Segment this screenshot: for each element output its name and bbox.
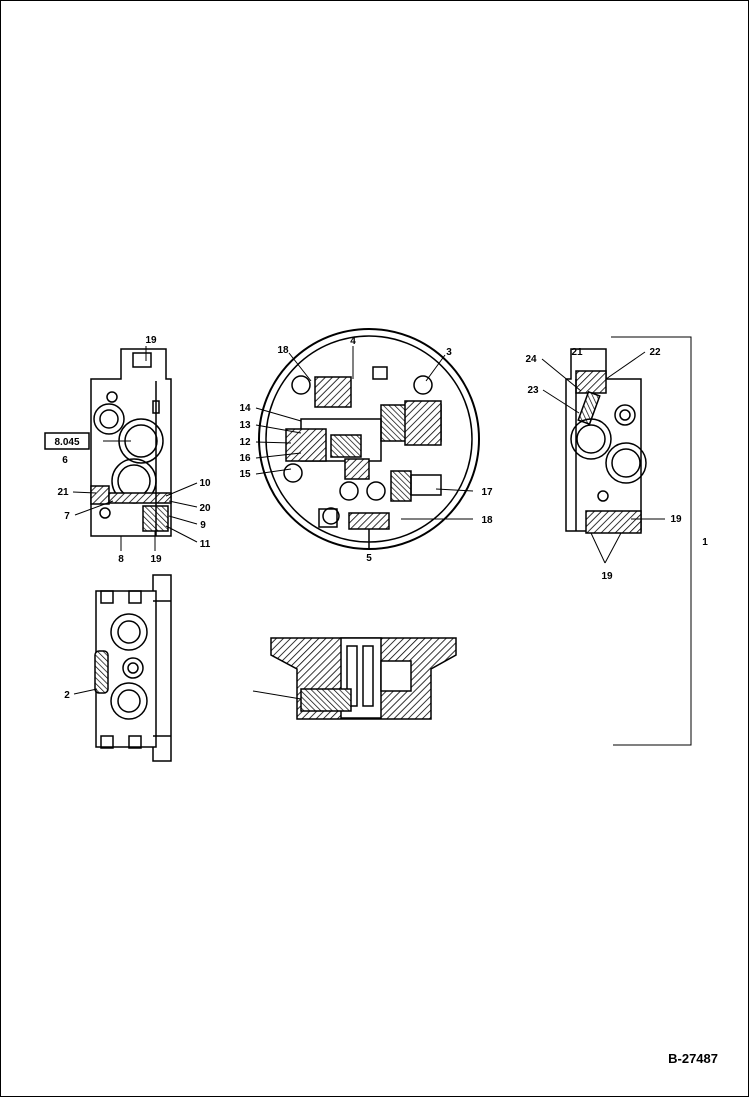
callout-13: 13 bbox=[239, 420, 251, 431]
callout-5: 5 bbox=[366, 553, 372, 564]
right-valve-side-view bbox=[565, 348, 647, 534]
callout-14: 14 bbox=[239, 403, 251, 414]
callout-15: 15 bbox=[239, 469, 251, 480]
callout-2: 2 bbox=[64, 690, 70, 701]
callout-21-right: 21 bbox=[571, 347, 583, 358]
callout-4: 4 bbox=[350, 336, 356, 347]
callout-11: 11 bbox=[200, 539, 211, 550]
callout-19-bottom: 19 bbox=[150, 554, 162, 565]
callout-9: 9 bbox=[200, 520, 206, 531]
leader-2 bbox=[73, 688, 98, 695]
callout-18-top: 18 bbox=[277, 345, 289, 356]
callout-12: 12 bbox=[239, 437, 251, 448]
callout-17: 17 bbox=[481, 487, 493, 498]
callout-10: 10 bbox=[199, 478, 211, 489]
leader-section bbox=[252, 690, 302, 700]
callout-7: 7 bbox=[64, 511, 70, 522]
callout-6: 6 bbox=[62, 455, 68, 466]
center-view-leaders bbox=[255, 346, 474, 520]
center-section-view bbox=[270, 637, 457, 720]
center-valve-assembly bbox=[258, 328, 480, 550]
reference-box bbox=[44, 432, 90, 450]
left-valve-side-view bbox=[90, 348, 172, 537]
reference-box-label: 8.045 bbox=[54, 437, 79, 448]
assembly-bracket bbox=[611, 336, 692, 746]
callout-8: 8 bbox=[118, 554, 124, 565]
callout-3: 3 bbox=[446, 347, 452, 358]
callout-23: 23 bbox=[527, 385, 539, 396]
callout-19-right-bottom: 19 bbox=[601, 571, 613, 582]
callout-16: 16 bbox=[239, 453, 251, 464]
callout-21: 21 bbox=[57, 487, 69, 498]
left-view-leaders bbox=[72, 346, 198, 551]
callout-18-bottom: 18 bbox=[481, 515, 493, 526]
left-valve-front-view bbox=[94, 574, 172, 762]
document-id: B-27487 bbox=[668, 1051, 718, 1066]
callout-19-right: 19 bbox=[670, 514, 682, 525]
callout-24: 24 bbox=[525, 354, 537, 365]
callout-19-top: 19 bbox=[145, 335, 157, 346]
callout-20: 20 bbox=[199, 503, 211, 514]
callout-22: 22 bbox=[649, 347, 661, 358]
callout-1: 1 bbox=[702, 537, 708, 548]
right-view-leaders bbox=[541, 351, 665, 564]
